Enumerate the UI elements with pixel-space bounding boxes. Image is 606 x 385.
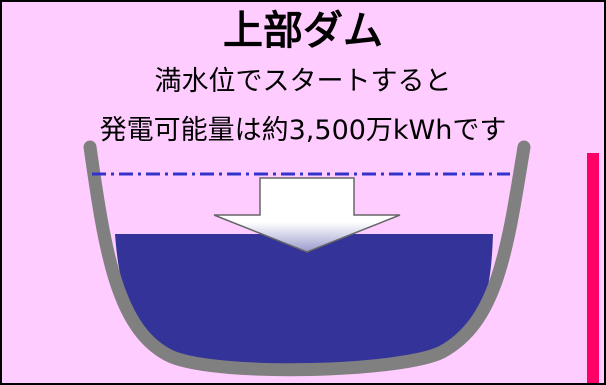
reservoir-water: [115, 234, 493, 370]
subtitle-line-2: 発電可能量は約3,500万kWhです: [99, 115, 507, 146]
dam-wall: [83, 140, 531, 377]
level-indicator-bar: [587, 153, 599, 383]
down-arrow-icon: [213, 177, 401, 253]
page-title: 上部ダム: [223, 8, 383, 54]
subtitle-line-1: 満水位でスタートすると: [154, 66, 452, 97]
